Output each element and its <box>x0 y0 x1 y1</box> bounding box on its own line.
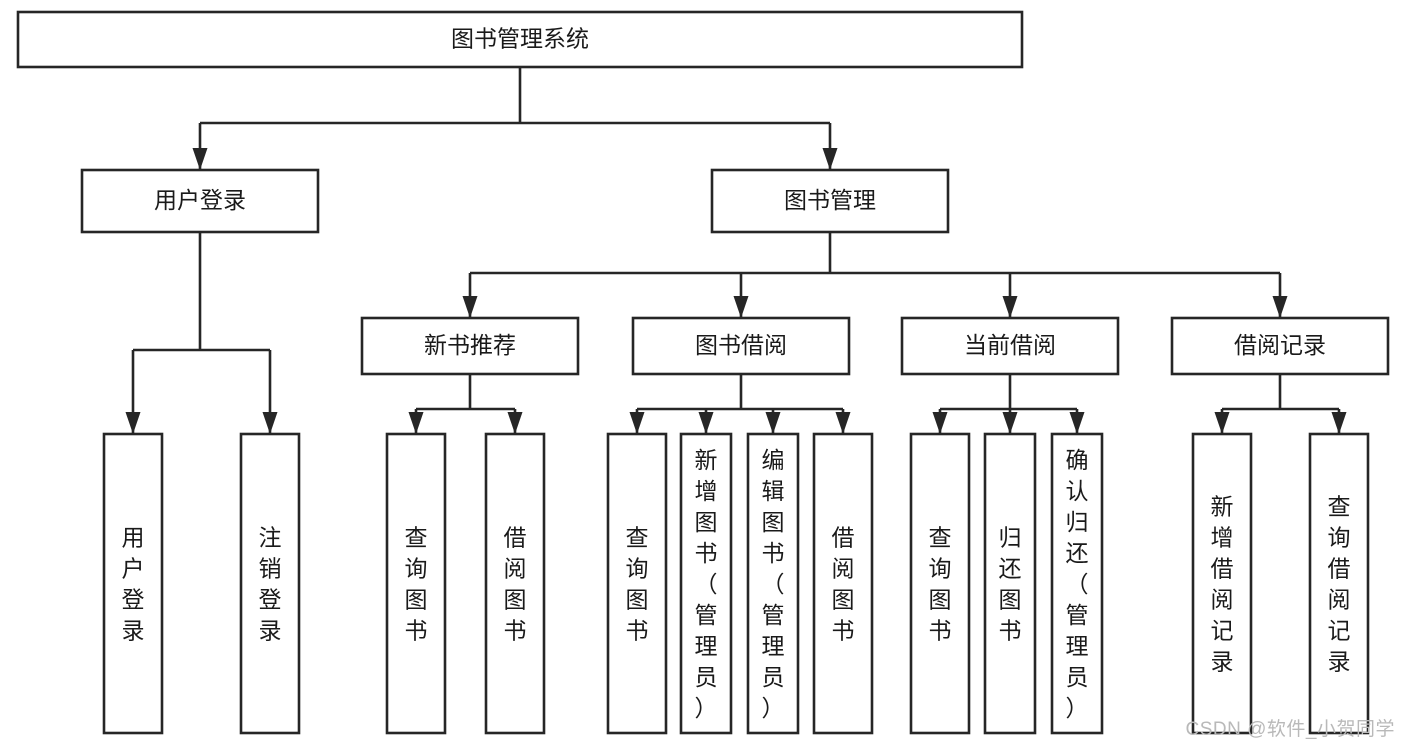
node-box-borrow-record[interactable] <box>1170 316 1390 376</box>
node-current-borrow[interactable]: 当前借阅 <box>900 316 1120 376</box>
node-box-leaf-borrow-book-1[interactable] <box>484 432 546 735</box>
node-box-leaf-query-book-2[interactable] <box>606 432 668 735</box>
node-leaf-edit-book[interactable]: 编辑图书（管理员） <box>746 432 800 735</box>
node-leaf-add-book[interactable]: 新增图书（管理员） <box>679 432 733 735</box>
node-leaf-add-record[interactable]: 新增借阅记录 <box>1191 432 1253 735</box>
node-label-current-borrow: 当前借阅 <box>964 332 1056 358</box>
arrow-head-book-borrow-2 <box>765 412 781 434</box>
node-book-manage[interactable]: 图书管理 <box>710 168 950 234</box>
node-label-book-manage: 图书管理 <box>784 187 876 213</box>
node-label-leaf-user-login: 用户登录 <box>122 525 145 644</box>
edges-layer <box>125 67 1347 434</box>
node-box-leaf-logout[interactable] <box>239 432 301 735</box>
node-box-user-login[interactable] <box>80 168 320 234</box>
node-box-leaf-user-login[interactable] <box>102 432 164 735</box>
node-label-leaf-query-book-2: 查询图书 <box>626 525 649 644</box>
watermark-label: CSDN @软件_小贺同学 <box>1185 719 1395 740</box>
node-label-leaf-confirm-return: 确认归还（管理员） <box>1066 447 1089 721</box>
node-leaf-query-book-2[interactable]: 查询图书 <box>606 432 668 735</box>
arrow-head-book-manage-3 <box>1272 296 1288 318</box>
node-label-book-borrow: 图书借阅 <box>695 332 787 358</box>
node-book-borrow[interactable]: 图书借阅 <box>631 316 851 376</box>
arrow-head-current-borrow-0 <box>932 412 948 434</box>
node-box-root[interactable] <box>16 10 1024 69</box>
node-label-leaf-return-book: 归还图书 <box>999 525 1022 644</box>
node-label-root: 图书管理系统 <box>451 26 589 52</box>
arrow-head-book-manage-0 <box>462 296 478 318</box>
arrow-head-root-0 <box>192 148 208 170</box>
node-label-leaf-logout: 注销登录 <box>259 525 282 644</box>
arrow-head-current-borrow-2 <box>1069 412 1085 434</box>
node-box-leaf-query-book-1[interactable] <box>385 432 447 735</box>
node-box-leaf-query-book-3[interactable] <box>909 432 971 735</box>
node-box-leaf-return-book[interactable] <box>983 432 1037 735</box>
node-leaf-query-book-1[interactable]: 查询图书 <box>385 432 447 735</box>
node-leaf-confirm-return[interactable]: 确认归还（管理员） <box>1050 432 1104 735</box>
arrow-head-book-borrow-3 <box>835 412 851 434</box>
node-label-borrow-record: 借阅记录 <box>1234 332 1326 358</box>
node-box-leaf-query-record[interactable] <box>1308 432 1370 735</box>
arrow-head-root-1 <box>822 148 838 170</box>
node-root[interactable]: 图书管理系统 <box>16 10 1024 69</box>
node-label-leaf-add-record: 新增借阅记录 <box>1211 494 1234 675</box>
node-label-leaf-query-book-1: 查询图书 <box>405 525 428 644</box>
node-box-leaf-add-book[interactable] <box>679 432 733 735</box>
node-label-leaf-edit-book: 编辑图书（管理员） <box>762 447 785 721</box>
arrow-head-book-manage-2 <box>1002 296 1018 318</box>
node-box-leaf-add-record[interactable] <box>1191 432 1253 735</box>
node-borrow-record[interactable]: 借阅记录 <box>1170 316 1390 376</box>
node-box-new-book-rec[interactable] <box>360 316 580 376</box>
node-box-book-manage[interactable] <box>710 168 950 234</box>
node-label-leaf-add-book: 新增图书（管理员） <box>695 447 718 721</box>
node-leaf-borrow-book-2[interactable]: 借阅图书 <box>812 432 874 735</box>
arrow-head-book-borrow-0 <box>629 412 645 434</box>
node-label-user-login: 用户登录 <box>154 187 246 213</box>
node-leaf-query-book-3[interactable]: 查询图书 <box>909 432 971 735</box>
node-label-leaf-borrow-book-2: 借阅图书 <box>832 525 855 644</box>
node-leaf-logout[interactable]: 注销登录 <box>239 432 301 735</box>
arrow-head-new-book-rec-1 <box>507 412 523 434</box>
node-leaf-return-book[interactable]: 归还图书 <box>983 432 1037 735</box>
node-label-leaf-borrow-book-1: 借阅图书 <box>504 525 527 644</box>
node-leaf-query-record[interactable]: 查询借阅记录 <box>1308 432 1370 735</box>
node-box-current-borrow[interactable] <box>900 316 1120 376</box>
node-box-leaf-borrow-book-2[interactable] <box>812 432 874 735</box>
arrow-head-book-borrow-1 <box>698 412 714 434</box>
node-label-new-book-rec: 新书推荐 <box>424 332 516 358</box>
arrow-head-new-book-rec-0 <box>408 412 424 434</box>
node-label-leaf-query-record: 查询借阅记录 <box>1328 494 1351 675</box>
node-box-book-borrow[interactable] <box>631 316 851 376</box>
node-leaf-user-login[interactable]: 用户登录 <box>102 432 164 735</box>
arrow-head-borrow-record-0 <box>1214 412 1230 434</box>
arrow-head-user-login-0 <box>125 412 141 434</box>
node-leaf-borrow-book-1[interactable]: 借阅图书 <box>484 432 546 735</box>
node-box-leaf-confirm-return[interactable] <box>1050 432 1104 735</box>
arrow-head-current-borrow-1 <box>1002 412 1018 434</box>
node-user-login[interactable]: 用户登录 <box>80 168 320 234</box>
node-label-leaf-query-book-3: 查询图书 <box>929 525 952 644</box>
nodes-layer: 图书管理系统用户登录图书管理新书推荐图书借阅当前借阅借阅记录用户登录注销登录查询… <box>16 10 1390 735</box>
node-box-leaf-edit-book[interactable] <box>746 432 800 735</box>
arrow-head-borrow-record-1 <box>1331 412 1347 434</box>
arrow-head-user-login-1 <box>262 412 278 434</box>
arrow-head-book-manage-1 <box>733 296 749 318</box>
node-new-book-rec[interactable]: 新书推荐 <box>360 316 580 376</box>
